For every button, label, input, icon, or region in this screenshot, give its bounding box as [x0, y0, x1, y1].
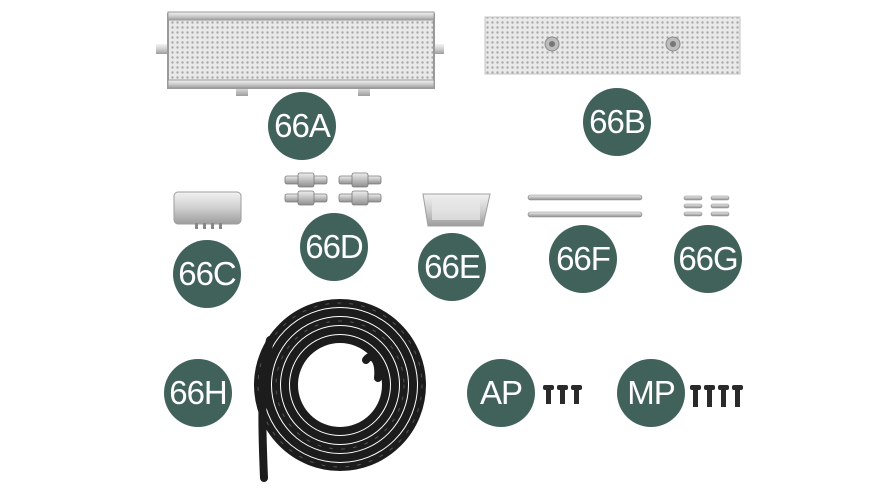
part-ap-screws	[543, 385, 582, 404]
part-66g-tubes	[683, 195, 730, 217]
label-66b: 66B	[583, 88, 651, 156]
label-66g: 66G	[674, 225, 742, 293]
label-66e: 66E	[418, 233, 486, 301]
part-66b-grille	[484, 16, 741, 75]
label-66h: 66H	[164, 359, 232, 427]
label-66f: 66F	[549, 225, 617, 293]
part-66d-connectors	[284, 172, 382, 206]
label-66c: 66C	[173, 240, 241, 308]
part-66a-radiator	[156, 11, 444, 96]
label-ap: AP	[467, 359, 535, 427]
part-66f-pipes	[527, 194, 643, 218]
part-66c-cap	[173, 191, 242, 229]
part-66h-hose	[254, 299, 426, 482]
label-mp: MP	[617, 359, 685, 427]
label-66a: 66A	[268, 92, 336, 160]
label-66d: 66D	[300, 213, 368, 281]
part-66e-plate	[422, 193, 491, 227]
part-mp-screws	[690, 385, 743, 407]
